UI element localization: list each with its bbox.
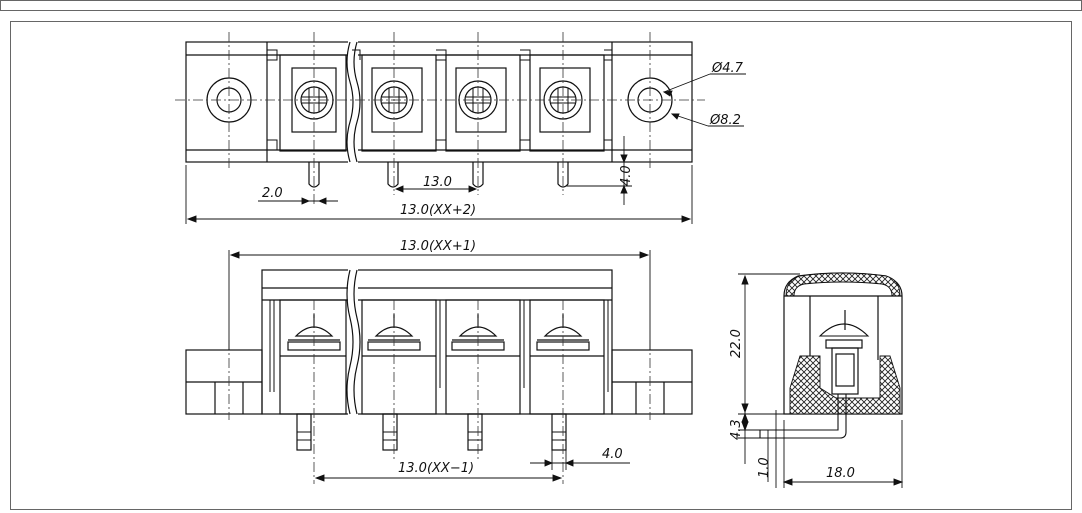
front-cell-4	[529, 299, 605, 415]
top-pin-1	[308, 162, 320, 188]
top-screw-cell-2	[361, 54, 437, 152]
front-view-housing	[261, 269, 613, 415]
top-screw-cell-4	[529, 54, 605, 152]
side-view-screw-head	[818, 323, 870, 337]
dim-pin-offset: 4.0	[602, 447, 623, 462]
front-cell-1	[279, 299, 347, 415]
dim-pin-width: 2.0	[262, 186, 283, 201]
dim-height: 22.0	[729, 329, 744, 358]
dim-pin-thickness: 1.0	[757, 457, 772, 478]
top-view-centerlines	[175, 32, 705, 205]
front-view	[185, 266, 693, 451]
top-screw-cell-3	[445, 54, 521, 152]
sheet-border	[10, 21, 1072, 510]
sheet-top-border	[0, 0, 1082, 11]
front-cell-2	[361, 299, 437, 415]
side-view	[759, 272, 903, 439]
top-view-dimension-lines	[185, 73, 746, 224]
top-screw-cell-1	[279, 54, 347, 152]
dim-body-length: 13.0(XX+1)	[400, 239, 476, 254]
top-view	[185, 38, 693, 188]
side-view-screw	[825, 339, 863, 349]
side-view-cover	[785, 272, 901, 297]
top-pin-4	[557, 162, 569, 188]
dim-pin-height: 4.3	[729, 419, 744, 440]
side-view-base-hatch	[789, 355, 901, 415]
dim-pin-pitch: 13.0	[423, 175, 452, 190]
side-view-dimension-lines	[738, 273, 904, 488]
top-pin-3	[472, 162, 484, 188]
dim-hole-diameter: Ø4.7	[711, 61, 744, 76]
top-pin-2	[387, 162, 399, 188]
front-view-dimension-lines	[228, 250, 651, 482]
dim-boss-diameter: Ø8.2	[709, 113, 741, 128]
dim-depth: 18.0	[826, 466, 855, 481]
front-view-centerlines	[228, 300, 651, 484]
side-view-pin	[759, 394, 847, 439]
top-view-housing	[185, 41, 693, 163]
dim-pin-length: 4.0	[619, 165, 634, 186]
dim-overall-length: 13.0(XX+2)	[400, 203, 476, 218]
side-view-clamp	[831, 347, 859, 395]
front-cell-3	[445, 299, 521, 415]
dim-pin-span: 13.0(XX−1)	[398, 461, 474, 476]
